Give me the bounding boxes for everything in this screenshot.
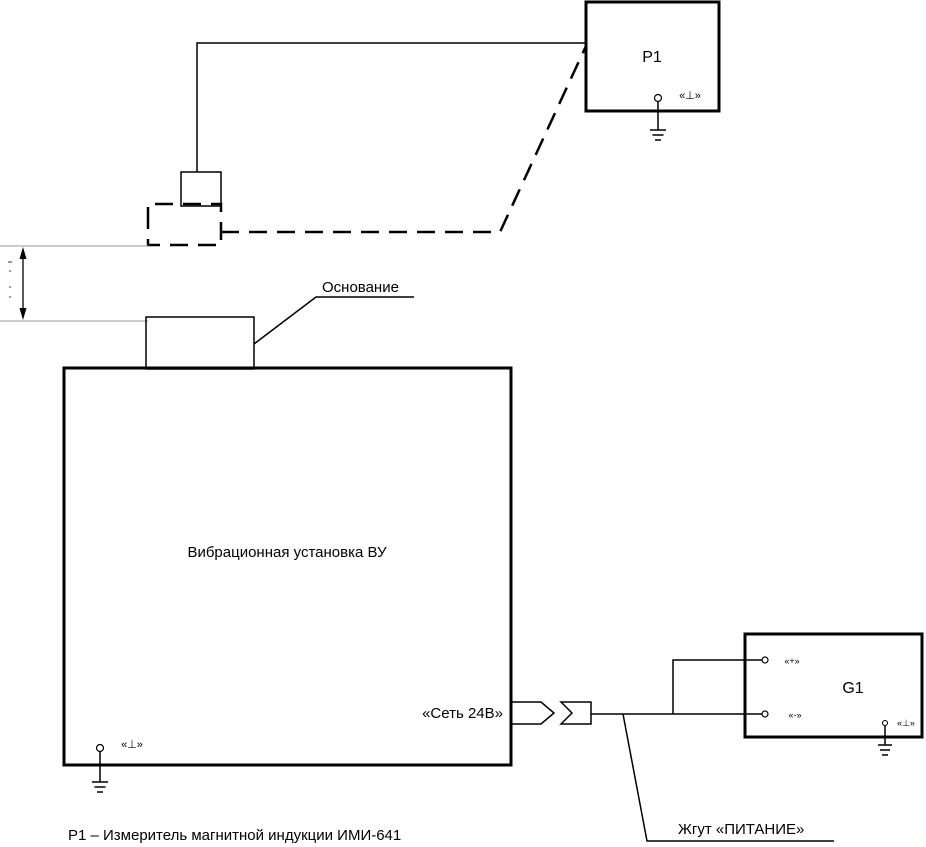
probe-head xyxy=(180,171,222,207)
probe-dashed-cable xyxy=(221,45,588,234)
base: Основание xyxy=(145,279,414,370)
g1-minus-label: «-» xyxy=(788,710,801,720)
g1-label: G1 xyxy=(842,680,863,697)
g1-plus-terminal xyxy=(761,656,769,664)
distance-dimension xyxy=(0,245,148,322)
dimension-arrow-head-up xyxy=(19,247,27,259)
harness-label: Жгут «ПИТАНИЕ» xyxy=(678,821,804,838)
g1-plus-label: «+» xyxy=(784,656,799,666)
connector-plug-left xyxy=(510,701,556,725)
vibration-unit-box xyxy=(62,366,513,767)
p1-ground-terminal-label: «⊥» xyxy=(679,90,701,102)
net-port-label: «Сеть 24В» xyxy=(422,705,503,722)
p1-box xyxy=(584,0,721,113)
legend-p1: P1 – Измеритель магнитной индукции ИМИ-6… xyxy=(68,827,401,844)
base-block xyxy=(145,316,255,370)
g1-ground-terminal-label: «⊥» xyxy=(897,718,915,728)
p1-ground-icon xyxy=(650,101,666,141)
probe-cable xyxy=(196,42,586,172)
vibration-unit: Вибрационная установка ВУ «Сеть 24В» «⊥» xyxy=(62,366,513,793)
dimension-arrow-head-down xyxy=(19,308,27,320)
harness-leader-line xyxy=(622,713,834,842)
p1-device: P1 «⊥» xyxy=(584,0,721,141)
g1-box xyxy=(743,632,924,739)
harness-wiring: Жгут «ПИТАНИЕ» xyxy=(591,659,834,842)
g1-minus-terminal xyxy=(761,710,769,718)
vibration-unit-title: Вибрационная установка ВУ xyxy=(187,544,387,561)
vu-ground-terminal-label: «⊥» xyxy=(121,739,143,751)
probe-dashed-position xyxy=(146,202,223,247)
connector xyxy=(510,701,592,725)
vu-ground-icon xyxy=(92,751,108,793)
base-leader-line xyxy=(253,296,414,345)
vu-ground-terminal xyxy=(95,743,105,753)
p1-ground-terminal xyxy=(653,93,663,103)
g1-power-supply: G1 «+» «-» «⊥» xyxy=(743,632,924,756)
p1-label: P1 xyxy=(642,49,662,66)
g1-ground-icon xyxy=(878,725,892,756)
base-label: Основание xyxy=(322,279,399,296)
g1-ground-terminal xyxy=(881,719,889,727)
connector-socket-right xyxy=(559,701,592,725)
dimension-tick-marks xyxy=(8,261,12,298)
harness-wire-plus xyxy=(672,659,762,714)
probe xyxy=(146,42,588,247)
